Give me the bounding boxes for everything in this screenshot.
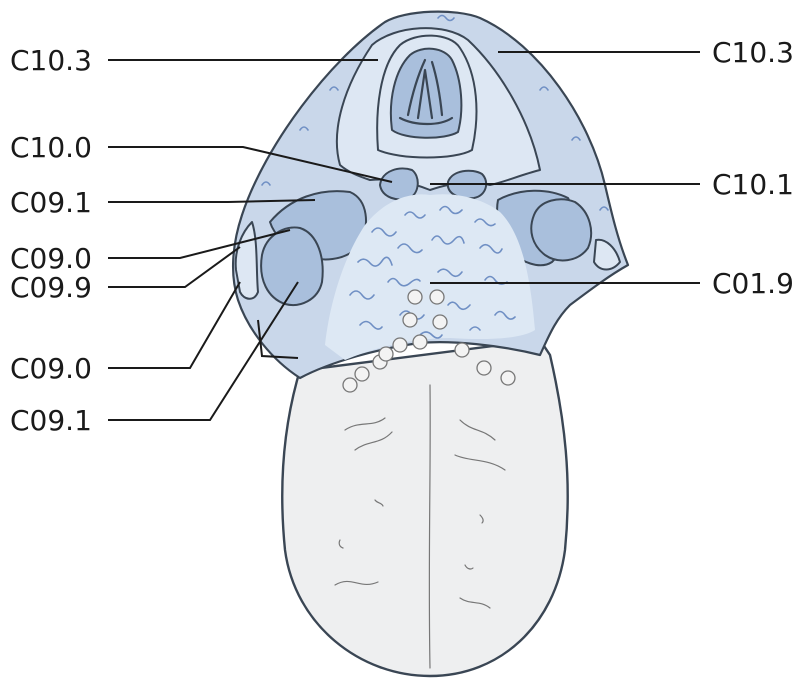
- label-c01-9: C01.9: [712, 267, 794, 300]
- label-c09-9: C09.9: [10, 271, 92, 304]
- label-c10-3-left: C10.3: [10, 44, 92, 77]
- tongue-body: [282, 340, 567, 676]
- vallecula-left: [380, 169, 418, 200]
- label-c10-0: C10.0: [10, 131, 92, 164]
- labels-right: C10.3 C10.1 C01.9: [712, 36, 794, 300]
- label-c09-0-lower: C09.0: [10, 352, 92, 385]
- label-c10-1: C10.1: [712, 168, 794, 201]
- labels-left: C10.3 C10.0 C09.1 C09.0 C09.9 C09.0 C09.…: [10, 44, 92, 437]
- label-c10-3-right: C10.3: [712, 36, 794, 69]
- label-c09-1-lower: C09.1: [10, 404, 92, 437]
- label-c09-1-upper: C09.1: [10, 186, 92, 219]
- palatine-tonsil-right: [531, 199, 591, 260]
